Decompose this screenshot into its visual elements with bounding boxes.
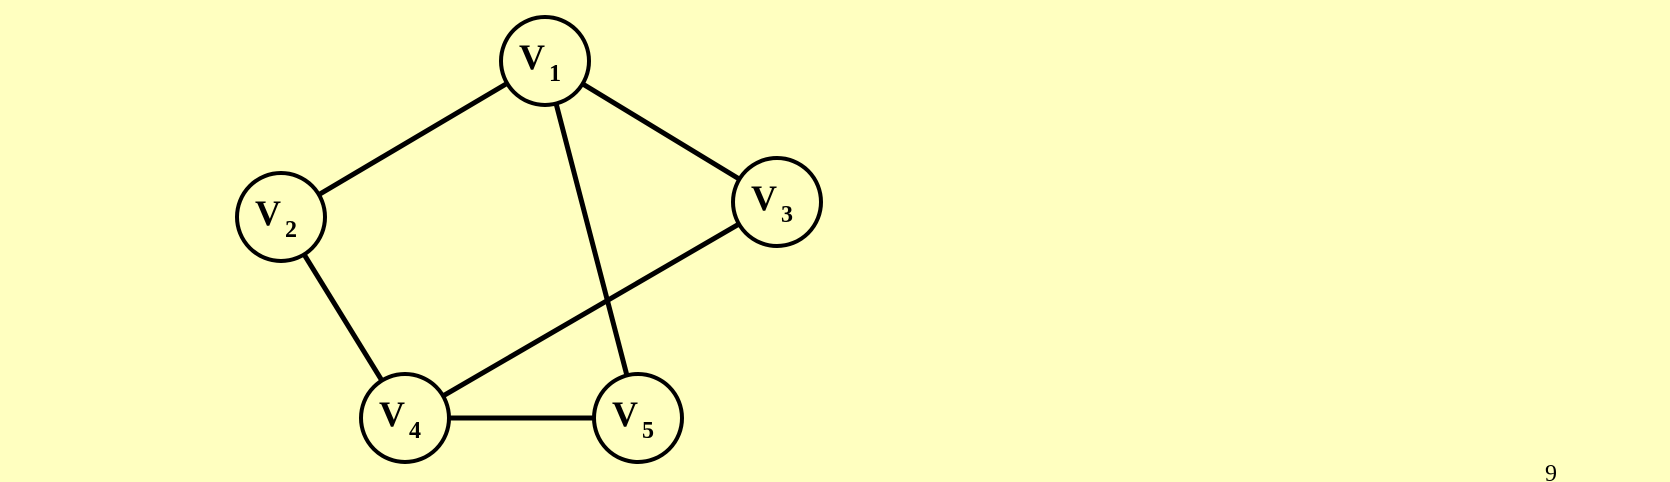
node-subscript: 4	[409, 418, 421, 444]
node-label: V	[255, 193, 281, 233]
node-subscript: 5	[642, 418, 654, 444]
edge-v2-v4	[301, 253, 385, 382]
page-number: 9	[1545, 461, 1557, 482]
edge-v1-v2	[317, 81, 509, 197]
node-circle	[731, 156, 823, 248]
node-label: V	[379, 394, 405, 434]
node-subscript: 3	[781, 202, 793, 228]
edge-v3-v4	[441, 221, 741, 399]
node-circle	[235, 171, 327, 263]
node-circle	[592, 372, 684, 464]
node-subscript: 1	[549, 61, 561, 87]
node-label: V	[751, 178, 777, 218]
node-circle	[499, 15, 591, 107]
edges-layer	[301, 81, 741, 421]
node-subscript: 2	[285, 217, 297, 243]
edge-v1-v5	[553, 102, 630, 377]
node-label: V	[519, 37, 545, 77]
edge-v1-v3	[581, 81, 741, 182]
node-label: V	[612, 394, 638, 434]
node-circle	[359, 372, 451, 464]
